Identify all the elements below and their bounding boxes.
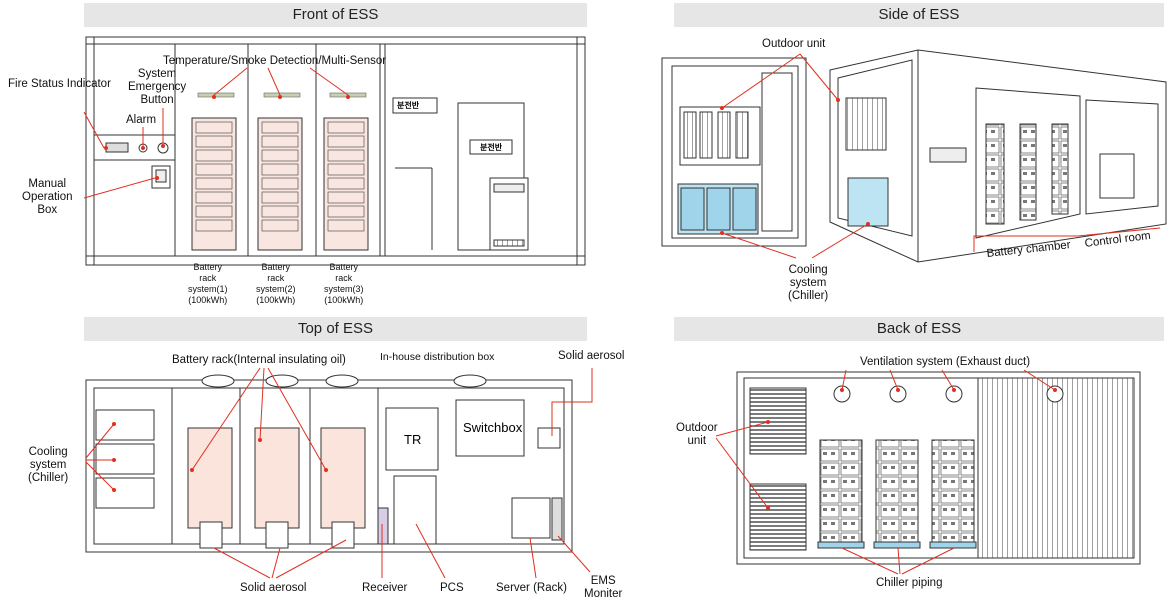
distribution-box-label: In-house distribution box [380, 351, 495, 363]
front-control-devices [105, 142, 171, 189]
top-panel-title: Top of ESS [84, 317, 587, 341]
solid-aerosol-bottom-label: Solid aerosol [240, 582, 307, 594]
battery-rack-oil-label: Battery rack(Internal insulating oil) [172, 354, 346, 366]
front-sensor-strips [197, 92, 367, 98]
top-callouts [85, 367, 593, 579]
front-control-room [392, 97, 529, 251]
side-callouts [720, 53, 1161, 259]
rack-label-2: Battery rack system(2) (100kWh) [256, 262, 296, 305]
front-rack-2 [257, 117, 303, 251]
top-battery-racks [187, 427, 366, 549]
alarm-label: Alarm [126, 114, 157, 126]
ventilation-label: Ventilation system (Exhaust duct) [860, 356, 1031, 368]
emergency-button-label: System Emergency Button [128, 68, 187, 106]
top-cooling-label: Cooling system (Chiller) [28, 446, 69, 484]
front-callouts [83, 67, 350, 199]
solid-aerosol-top-label: Solid aerosol [558, 350, 625, 362]
manual-operation-label: Manual Operation Box [22, 178, 73, 216]
pcs-label: PCS [440, 582, 464, 594]
receiver-label: Receiver [362, 582, 408, 594]
top-control-room [377, 399, 563, 545]
ems-monitor-label: EMS Moniter [584, 575, 623, 600]
sensor-label: Temperature/Smoke Detection/Multi-Sensor [163, 55, 387, 67]
front-container [85, 36, 586, 266]
rack-label-3: Battery rack system(3) (100kWh) [324, 262, 364, 305]
top-switchbox: Switchbox [463, 420, 523, 435]
side-container-iso [829, 49, 1167, 263]
front-rack-1 [191, 117, 237, 251]
server-rack-label: Server (Rack) [496, 582, 567, 594]
side-panel-title: Side of ESS [674, 3, 1164, 27]
front-battery-racks [191, 117, 369, 251]
side-outdoor-unit-label: Outdoor unit [762, 38, 826, 50]
front-rack-3 [323, 117, 369, 251]
back-outdoor-unit-label: Outdoor unit [676, 422, 718, 447]
front-panel-title: Front of ESS [84, 3, 587, 27]
side-cooling-label: Cooling system (Chiller) [788, 264, 829, 302]
top-tr-box: TR [404, 432, 421, 447]
back-container [736, 371, 1141, 565]
side-container-end [661, 57, 807, 247]
back-callouts [715, 369, 1057, 575]
front-panel-kr-1: 분전반 [397, 100, 420, 110]
rack-label-1: Battery rack system(1) (100kWh) [188, 262, 228, 305]
back-panel-title: Back of ESS [674, 317, 1164, 341]
chiller-piping-label: Chiller piping [876, 577, 943, 589]
fire-status-label: Fire Status Indicator [8, 78, 111, 90]
front-panel-kr-2: 분전반 [480, 142, 503, 152]
